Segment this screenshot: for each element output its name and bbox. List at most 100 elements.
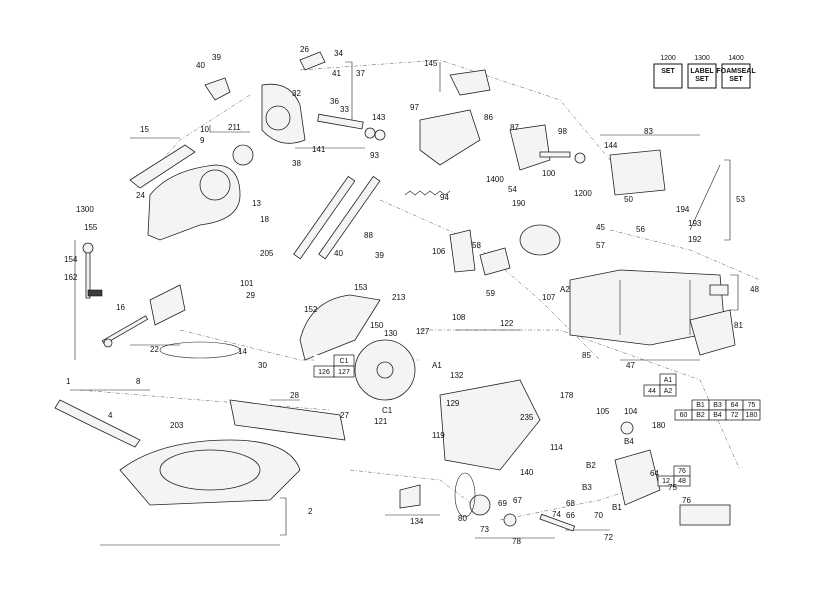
part-14-belt xyxy=(159,341,241,359)
part-label-68: 68 xyxy=(566,499,575,508)
table-cell: A1 xyxy=(664,377,673,384)
part-86 xyxy=(419,109,481,166)
part-145 xyxy=(449,69,491,96)
part-16-knob xyxy=(103,338,113,348)
part-label-75: 75 xyxy=(668,483,677,492)
part-label-143: 143 xyxy=(372,113,386,122)
legend-label: SET xyxy=(695,76,709,83)
part-label-88: 88 xyxy=(364,231,373,240)
part-label-70: 70 xyxy=(594,511,603,520)
part-label-45: 45 xyxy=(596,223,605,232)
part-label-154: 154 xyxy=(64,255,78,264)
part-label-105: 105 xyxy=(596,407,610,416)
part-label-69: 69 xyxy=(498,499,507,508)
part-label-152: 152 xyxy=(304,305,318,314)
part-gear xyxy=(265,105,291,131)
part-label-72: 72 xyxy=(604,533,613,542)
part-label-193: 193 xyxy=(688,219,702,228)
table-cell: A2 xyxy=(664,388,673,395)
part-label-180: 180 xyxy=(652,421,666,430)
part-label-30: 30 xyxy=(258,361,267,370)
part-104 xyxy=(620,421,634,435)
gear-set-icon xyxy=(653,63,683,89)
table-cell: 64 xyxy=(731,402,739,409)
part-label-48: 48 xyxy=(750,285,759,294)
part-76 xyxy=(679,504,731,526)
part-label-73: 73 xyxy=(480,525,489,534)
part-label-67: 67 xyxy=(513,496,522,505)
label-set-icon xyxy=(687,63,717,89)
part-87 xyxy=(509,124,551,171)
part-label-64: 64 xyxy=(650,469,659,478)
legend-code: 1200 xyxy=(660,55,676,62)
table-cell: 180 xyxy=(746,412,758,419)
part-label-10: 10 xyxy=(200,125,209,134)
legend-code: 1400 xyxy=(728,55,744,62)
part-label-122: 122 xyxy=(500,319,514,328)
part-label-50: 50 xyxy=(624,195,633,204)
part-label-132: 132 xyxy=(450,371,464,380)
part-label-36: 36 xyxy=(330,97,339,106)
part-label-129: 129 xyxy=(446,399,460,408)
part-143a xyxy=(364,127,376,139)
part-label-54: 54 xyxy=(508,185,517,194)
part-label-205: 205 xyxy=(260,249,274,258)
part-label-114: 114 xyxy=(550,443,563,452)
part-label-107: 107 xyxy=(542,293,556,302)
part-label-1: 1 xyxy=(66,377,71,386)
part-label-162: 162 xyxy=(64,273,78,282)
legend-label: SET xyxy=(661,68,675,75)
table-cell: B3 xyxy=(713,402,722,409)
part-label-1200: 1200 xyxy=(574,189,592,198)
part-211 xyxy=(232,144,254,166)
part-48 xyxy=(709,284,729,296)
part-label-b3: B3 xyxy=(582,483,592,492)
table-cell: 75 xyxy=(748,402,756,409)
legend-label: LABEL xyxy=(690,68,714,75)
part-label-13: 13 xyxy=(252,199,261,208)
part-gearbox xyxy=(439,379,541,471)
legend-label: SET xyxy=(729,76,743,83)
part-label-40: 40 xyxy=(196,61,205,70)
table-cell: 44 xyxy=(648,388,656,395)
bracket-211 xyxy=(209,125,250,133)
part-53-cord xyxy=(689,164,721,231)
part-label-190: 190 xyxy=(512,199,526,208)
part-label-87: 87 xyxy=(510,123,519,132)
part-label-56: 56 xyxy=(636,225,645,234)
part-label-39: 39 xyxy=(212,53,221,62)
part-label-141: 141 xyxy=(312,145,326,154)
part-label-211: 211 xyxy=(228,123,241,132)
part-label-b4: B4 xyxy=(624,437,634,446)
part-94-spring xyxy=(404,190,451,196)
part-label-134: 134 xyxy=(410,517,424,526)
part-label-14: 14 xyxy=(238,347,247,356)
part-106 xyxy=(449,229,476,273)
part-88a xyxy=(293,175,356,260)
part-label-8: 8 xyxy=(136,377,141,386)
part-label-34: 34 xyxy=(334,49,343,58)
part-label-81: 81 xyxy=(734,321,743,330)
part-33-rod xyxy=(317,113,364,130)
part-label-85: 85 xyxy=(582,351,591,360)
part-label-c1: C1 xyxy=(382,406,393,415)
part-label-101: 101 xyxy=(240,279,254,288)
part-label-83: 83 xyxy=(644,127,653,136)
part-label-194: 194 xyxy=(676,205,690,214)
part-label-235: 235 xyxy=(520,413,534,422)
part-label-94: 94 xyxy=(440,193,449,202)
part-98 xyxy=(539,151,571,158)
part-label-9: 9 xyxy=(200,136,205,145)
part-label-1400: 1400 xyxy=(486,175,504,184)
bracket-48 xyxy=(730,274,739,311)
part-label-33: 33 xyxy=(340,105,349,114)
part-58 xyxy=(479,247,511,276)
part-label-121: 121 xyxy=(374,417,388,426)
table-cell: B4 xyxy=(713,412,722,419)
part-label-1300: 1300 xyxy=(76,205,94,214)
part-label-38: 38 xyxy=(292,159,301,168)
